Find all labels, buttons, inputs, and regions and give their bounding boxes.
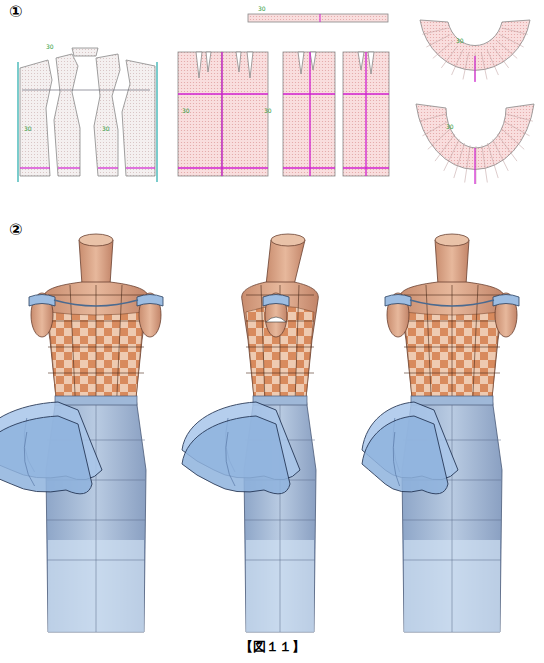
flounce-ray [465, 145, 470, 182]
flounce-ray [422, 28, 447, 34]
flounce-ray [501, 128, 524, 149]
pattern-number: 30 [24, 126, 32, 132]
pattern-number: 30 [446, 124, 454, 130]
section-number: ② [9, 222, 23, 238]
flounce-ray [500, 35, 523, 47]
flounce-ray [422, 121, 448, 136]
pattern-number: 30 [46, 44, 54, 50]
flounce-ray [487, 143, 498, 178]
flounce-ray [493, 139, 509, 171]
flounce-ray [463, 52, 469, 79]
pattern-number: 30 [102, 126, 110, 132]
pattern-number: 30 [182, 108, 190, 114]
flounce-ray [497, 134, 517, 161]
pattern-number: 30 [258, 6, 266, 12]
flounce-ray [435, 134, 455, 161]
flounce-ray [487, 50, 498, 75]
dress-form [362, 234, 519, 632]
flounce-ray [502, 28, 527, 34]
flounce-ray [505, 114, 532, 121]
flounce-ray [426, 35, 449, 47]
section-number: ① [9, 4, 23, 20]
flounce-ray [428, 128, 451, 149]
flounce-ray [476, 146, 477, 184]
flounce-ray [452, 50, 463, 75]
pattern-number: 30 [456, 38, 464, 44]
flounce-ray [475, 53, 476, 81]
flounce-ray [492, 46, 508, 68]
flounce-ray [482, 145, 487, 182]
pattern-number: 30 [264, 108, 272, 114]
flounce-ray [454, 143, 465, 178]
dress-form [182, 234, 318, 632]
flounce-ray [433, 41, 453, 58]
flounce-ray [504, 121, 530, 136]
flounce-ray [481, 52, 487, 79]
flounce-ray [444, 139, 460, 171]
figure-caption: 【図１１】 [240, 640, 305, 653]
dress-form [0, 234, 163, 632]
flounce-ray [419, 114, 446, 121]
